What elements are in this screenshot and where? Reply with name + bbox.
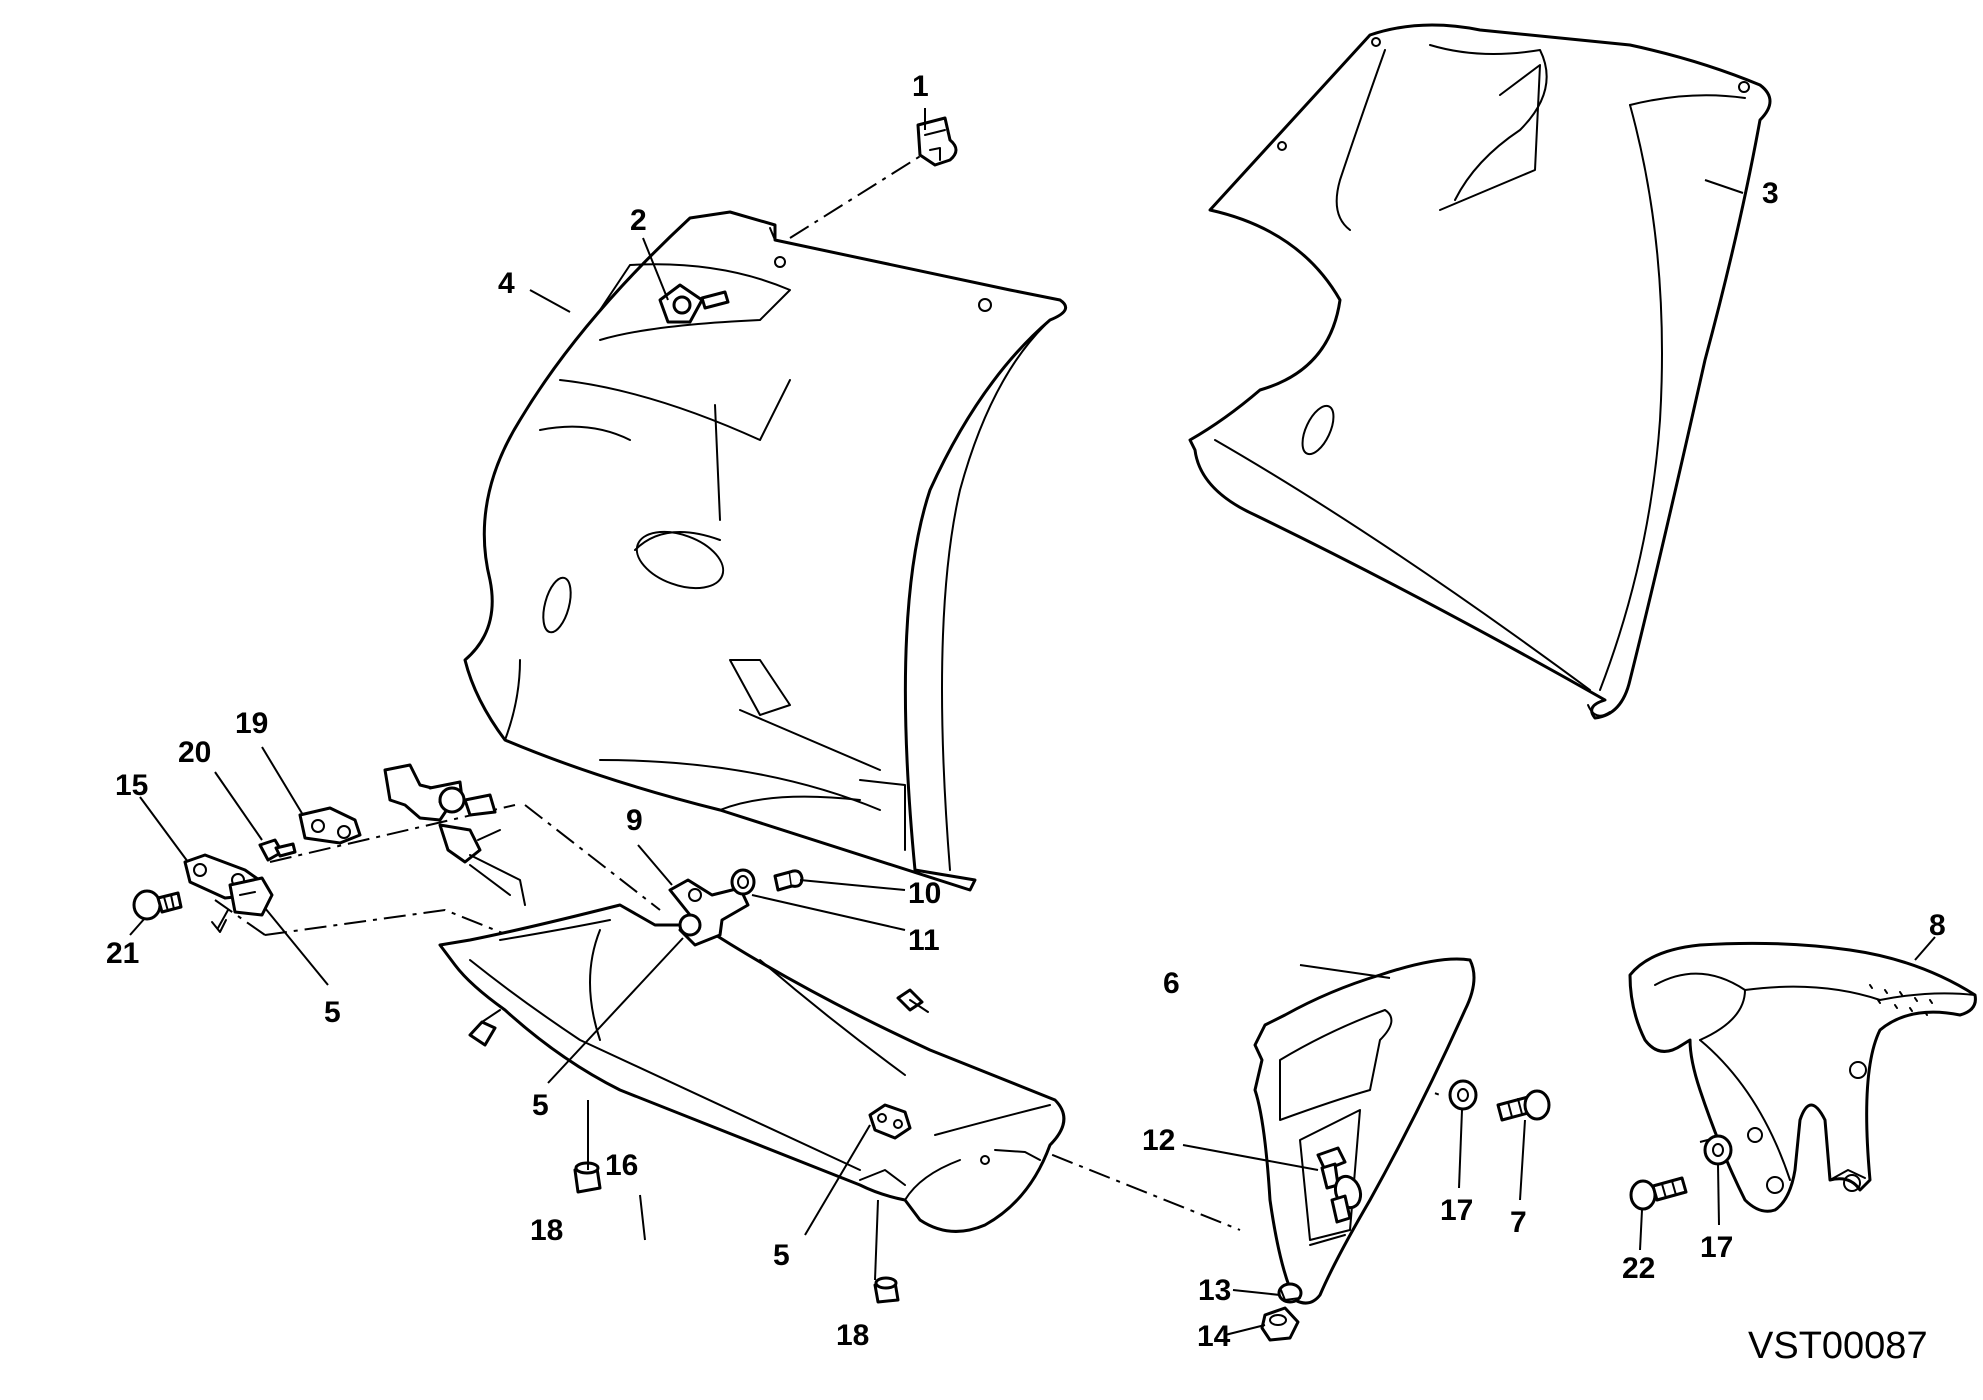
callout-16: 16 bbox=[605, 1149, 638, 1182]
callout-7: 7 bbox=[1510, 1206, 1527, 1239]
part-13-collar bbox=[1277, 1282, 1303, 1304]
part-1-clip-nut bbox=[916, 116, 958, 167]
part-6-lower-panel bbox=[1253, 957, 1476, 1305]
wiring-connector-assembly bbox=[383, 763, 526, 906]
callout-10: 10 bbox=[908, 877, 941, 910]
lower-fairing-studs bbox=[468, 988, 929, 1047]
callout-17-right: 17 bbox=[1440, 1194, 1473, 1227]
callout-14: 14 bbox=[1197, 1320, 1231, 1353]
part-8-front-fender bbox=[1628, 941, 1977, 1213]
leader-lines bbox=[129, 108, 1936, 1336]
callout-18-right: 18 bbox=[836, 1319, 869, 1352]
callout-21: 21 bbox=[106, 937, 139, 970]
part-21-bolt bbox=[132, 889, 183, 921]
callout-9: 9 bbox=[626, 804, 643, 837]
part-12-screw-and-nut bbox=[1316, 1146, 1363, 1224]
part-17-washer-right bbox=[1448, 1079, 1478, 1111]
callout-1: 1 bbox=[912, 70, 929, 103]
callout-15: 15 bbox=[115, 769, 148, 802]
callout-8: 8 bbox=[1929, 909, 1946, 942]
part-2-quick-fastener bbox=[658, 283, 730, 324]
part-22-bolt bbox=[1629, 1176, 1688, 1211]
part-4-side-cowling bbox=[463, 210, 1068, 892]
callout-4: 4 bbox=[498, 267, 515, 300]
part-16-lower-fairing bbox=[438, 903, 1066, 1233]
callout-12: 12 bbox=[1142, 1124, 1175, 1157]
part-10-screw-part-11-washer bbox=[730, 868, 804, 896]
part-17-washer-fender bbox=[1703, 1134, 1733, 1166]
callout-18-left: 18 bbox=[530, 1214, 563, 1247]
callout-13: 13 bbox=[1198, 1274, 1231, 1307]
callout-3: 3 bbox=[1762, 177, 1779, 210]
callout-5-lower: 5 bbox=[773, 1239, 790, 1272]
callout-20: 20 bbox=[178, 736, 211, 769]
callout-17-fender: 17 bbox=[1700, 1231, 1733, 1264]
part-18-pad-right bbox=[873, 1276, 900, 1304]
part-18-pad-left bbox=[573, 1161, 602, 1194]
document-id: VST00087 bbox=[1748, 1325, 1928, 1367]
part-5-grommet-lower bbox=[868, 1103, 912, 1140]
callout-5-middle: 5 bbox=[532, 1089, 549, 1122]
part-14-grommet bbox=[1260, 1306, 1300, 1342]
part-9-bracket bbox=[668, 878, 750, 947]
callout-6: 6 bbox=[1163, 967, 1180, 1000]
callout-labels: 1 2 3 4 5 5 5 6 7 8 9 10 11 12 13 14 15 … bbox=[106, 70, 1946, 1353]
callout-5-left: 5 bbox=[324, 996, 341, 1029]
callout-2: 2 bbox=[630, 204, 647, 237]
part-3-upper-cowling bbox=[1188, 23, 1772, 720]
callout-11: 11 bbox=[908, 924, 940, 957]
callout-19: 19 bbox=[235, 707, 268, 740]
part-19-bracket bbox=[298, 806, 362, 845]
part-20-bolt bbox=[258, 838, 297, 862]
part-7-bolt bbox=[1496, 1089, 1551, 1122]
part-5-bracket-left bbox=[211, 876, 274, 933]
callout-22: 22 bbox=[1622, 1252, 1655, 1285]
